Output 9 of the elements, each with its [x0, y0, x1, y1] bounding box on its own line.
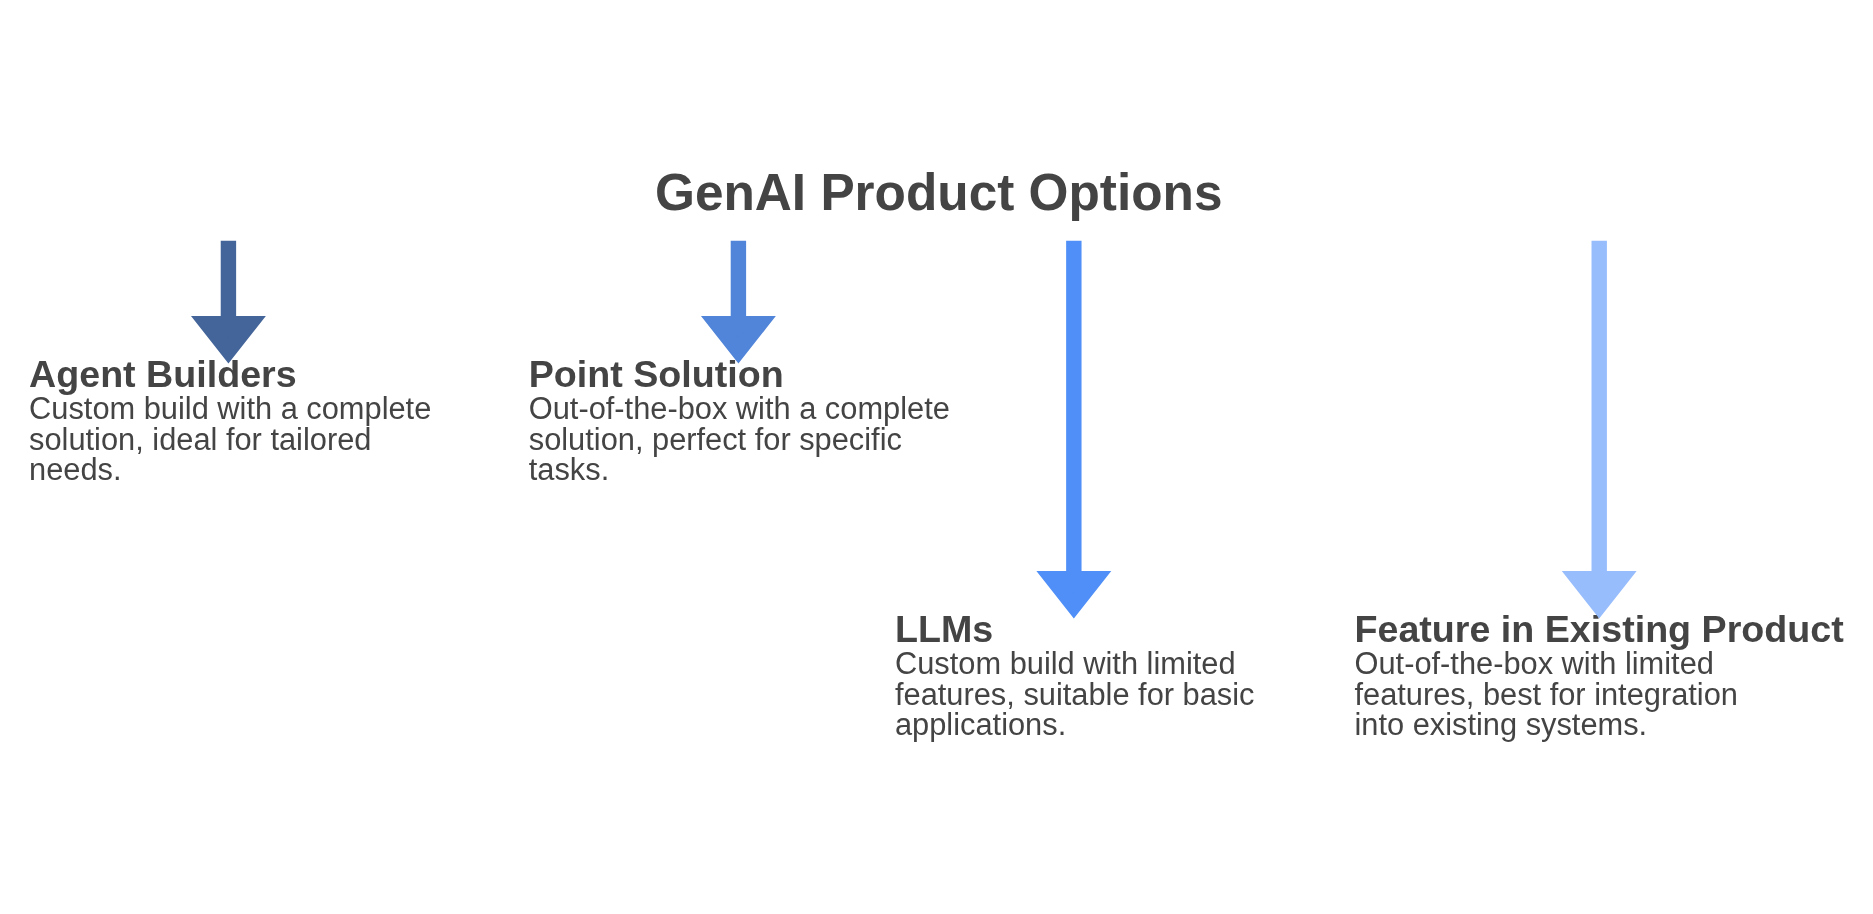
arrow — [701, 240, 776, 364]
arrow — [1561, 240, 1637, 619]
node-text: Agent Builders Custom build with a complete solution, ideal for tailored needs. — [29, 352, 432, 488]
node-text: Feature in Existing Product Out-of-the-box with limited features, best for integration into existing systems. — [1354, 607, 1844, 743]
diagram-title: GenAI Product Options — [654, 164, 1223, 222]
node-text: LLMs Custom build with limited features, suitable for basic applications. — [895, 607, 1255, 743]
node-text: Point Solution Out-of-the-box with a complete solution, perfect for specific tasks. — [528, 352, 950, 488]
arrow — [1036, 240, 1112, 619]
arrow — [191, 240, 266, 364]
